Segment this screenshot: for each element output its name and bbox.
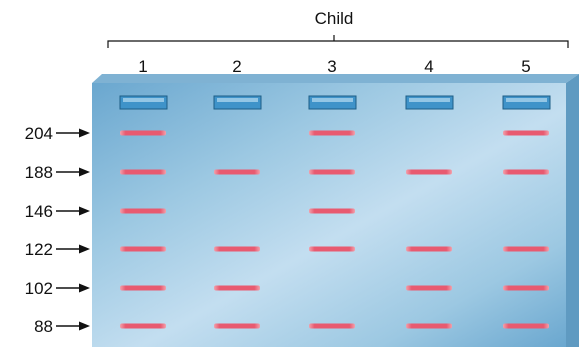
band-lane1-88 [120, 323, 166, 329]
band-lane4-88 [406, 323, 452, 329]
size-arrow-icon [56, 283, 90, 293]
band-lane5-188 [503, 169, 549, 175]
band-lane1-146 [120, 208, 166, 214]
band-lane2-188 [214, 169, 260, 175]
band-lane1-122 [120, 246, 166, 252]
band-lane3-88 [309, 323, 355, 329]
band-lane3-204 [309, 130, 355, 136]
gel-right-edge [566, 74, 579, 347]
band-lane1-188 [120, 169, 166, 175]
size-label-204: 204 [25, 124, 53, 143]
wells [119, 95, 551, 110]
band-lane5-122 [503, 246, 549, 252]
lane-label-5: 5 [521, 57, 530, 76]
band-lane1-102 [120, 285, 166, 291]
size-arrow-icon [56, 244, 90, 254]
gel-face [92, 83, 566, 347]
lane-label-4: 4 [424, 57, 433, 76]
bands [120, 130, 549, 329]
band-lane4-122 [406, 246, 452, 252]
child-bracket [107, 35, 569, 48]
band-lane4-188 [406, 169, 452, 175]
size-label-188: 188 [25, 163, 53, 182]
band-lane5-102 [503, 285, 549, 291]
lane-label-2: 2 [232, 57, 241, 76]
size-arrow-icon [56, 321, 90, 331]
child-title: Child [315, 9, 354, 28]
size-labels: 204 188 146 122 102 88 [25, 124, 90, 336]
band-lane2-122 [214, 246, 260, 252]
size-arrow-icon [56, 167, 90, 177]
band-lane3-146 [309, 208, 355, 214]
gel-slab [92, 74, 579, 347]
well-3 [308, 95, 357, 110]
band-lane4-102 [406, 285, 452, 291]
lane-label-1: 1 [138, 57, 147, 76]
size-arrow-icon [56, 206, 90, 216]
band-lane1-204 [120, 130, 166, 136]
size-label-102: 102 [25, 279, 53, 298]
band-lane5-88 [503, 323, 549, 329]
size-arrow-icon [56, 128, 90, 138]
band-lane2-102 [214, 285, 260, 291]
band-lane5-204 [503, 130, 549, 136]
well-4 [405, 95, 454, 110]
band-lane3-122 [309, 246, 355, 252]
size-label-88: 88 [34, 317, 53, 336]
size-label-122: 122 [25, 240, 53, 259]
well-5 [502, 95, 551, 110]
lane-labels: 1 2 3 4 5 [138, 57, 530, 76]
gel-top-edge [92, 74, 579, 83]
well-2 [213, 95, 262, 110]
size-label-146: 146 [25, 202, 53, 221]
band-lane2-88 [214, 323, 260, 329]
band-lane3-188 [309, 169, 355, 175]
well-1 [119, 95, 168, 110]
lane-label-3: 3 [327, 57, 336, 76]
